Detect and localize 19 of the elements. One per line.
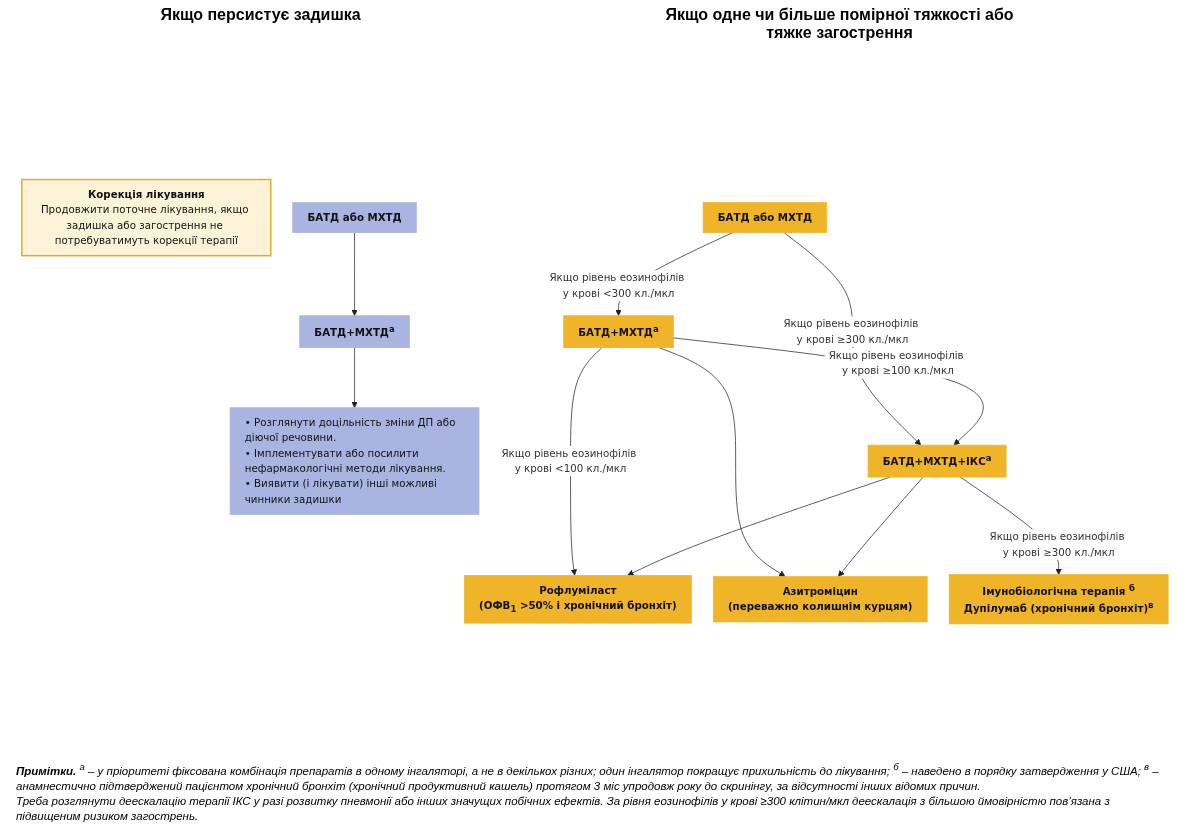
- node-box: Імунобіологічна терапія $^{б}$ Дупілумаб (хронічний бронхіт)$^{в}$: [948, 574, 1169, 625]
- node-box: БАТД+МХТД+ІКС$^{а}$: [867, 444, 1007, 478]
- edge-label: Якщо рівень еозинофілів у крові ≥300 кл./мкл: [783, 317, 919, 345]
- node-box: • Розглянути доцільність зміни ДП або діючої речовини. • Імплементувати або посилити нефармакологічні методи лікування. • Виявити (і лікувати) інші можливі чинники задишки: [229, 407, 480, 515]
- node-box: БАТД+МХТД$^{а}$: [563, 315, 674, 349]
- node-box: Рофлуміласт (ОФВ$_{1}$ >50% і хронічний бронхіт): [464, 575, 692, 624]
- node-box: Азитроміцин (переважно колишнім курцям): [712, 576, 928, 623]
- column-heading: Якщо персистує задишка: [160, 6, 361, 25]
- edge-label: Якщо рівень еозинофілів у крові ≥100 кл./мкл: [828, 349, 964, 377]
- node-box: БАТД або МХТД: [292, 202, 417, 233]
- node-box: БАТД+МХТД$^{а}$: [299, 315, 410, 349]
- edge-label: Якщо рівень еозинофілів у крові ≥300 кл./мкл: [989, 530, 1125, 558]
- footnote: Примітки. $^{а}$ – у пріоритеті фіксована комбінація препаратів в одному інгаляторі, а не в декількох різних; один інгалятор покращує прихильність до лікування; $^{б}$ – наведено в порядку затвердження у США; $^{в}$ – анамнестично підтверджений пацієнтом хронічний бронхіт (хронічний продуктивний кашель) протягом 3 міс упродовж року до скринінгу, за відсутності інших відомих причин.: [16, 761, 1160, 795]
- edge-label: Якщо рівень еозинофілів у крові <300 кл./мкл: [549, 271, 685, 299]
- node-box: БАТД або МХТД: [702, 202, 828, 233]
- node-box: Корекція лікування Продовжити поточне лікування, якщо задишка або загострення не потребуватимуть корекції терапії: [21, 178, 272, 257]
- footnote: Треба розглянути деескалацію терапії ІКС у разі розвитку пневмонії або інших значущих побічних ефектів. За рівня еозинофілів у крові ≥300 клітин/мкл деескалація з більшою ймовірністю пов’язана з підвищеним ризиком загострень.: [16, 794, 1111, 824]
- column-heading: Якщо одне чи більше помірної тяжкості або тяжке загострення: [664, 6, 1015, 42]
- edge-label: Якщо рівень еозинофілів у крові <100 кл./мкл: [501, 447, 637, 475]
